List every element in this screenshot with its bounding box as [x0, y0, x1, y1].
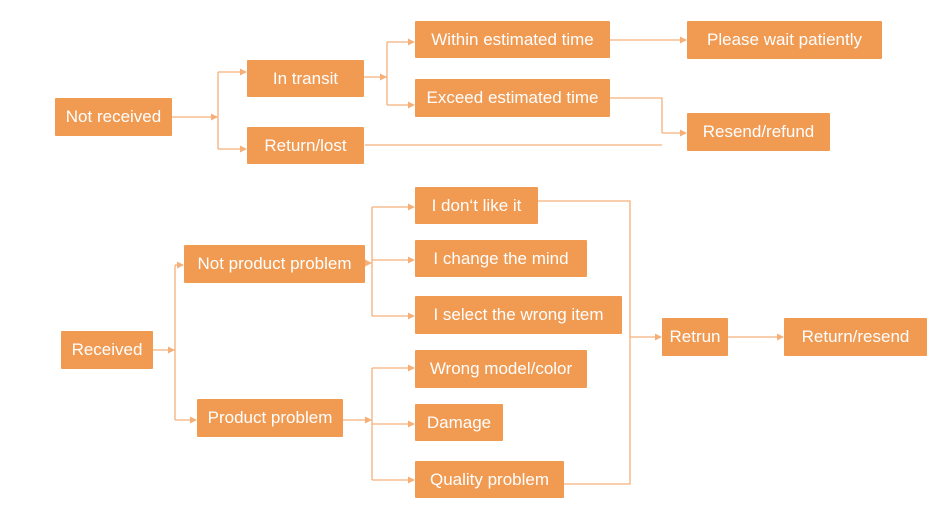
node-label: Return/resend: [801, 327, 910, 346]
connector-received-branch: [153, 264, 195, 421]
connector-not-received-branch: [172, 71, 245, 150]
node-not-received: Not received: [55, 98, 172, 136]
node-product-problem: Product problem: [197, 399, 343, 437]
arrowhead: [408, 203, 415, 211]
arrowhead: [408, 476, 415, 484]
arrowhead: [365, 259, 372, 267]
node-wrong-item: I select the wrong item: [415, 296, 622, 334]
arrowhead: [408, 312, 415, 320]
node-label: Resend/refund: [702, 122, 815, 141]
node-return-resend: Return/resend: [784, 318, 927, 356]
arrowhead: [408, 101, 415, 109]
node-exceed-estimated-time: Exceed estimated time: [415, 79, 610, 117]
connector-product-branch: [343, 367, 413, 481]
arrowhead: [190, 416, 197, 424]
arrowhead: [365, 416, 372, 424]
node-resend-refund: Resend/refund: [687, 113, 830, 151]
node-not-product-problem: Not product problem: [184, 245, 365, 283]
node-label: Please wait patiently: [707, 30, 862, 49]
node-retrun: Retrun: [662, 318, 728, 356]
arrowhead: [177, 261, 184, 269]
arrowhead: [380, 73, 387, 81]
arrowhead: [211, 113, 218, 121]
node-label: Not received: [65, 107, 162, 126]
arrowhead: [408, 256, 415, 264]
node-label: Quality problem: [429, 469, 550, 489]
node-wrong-model-color: Wrong model/color: [415, 350, 587, 388]
node-label: I select the wrong item: [433, 305, 604, 324]
node-label: Wrong model/color: [429, 359, 573, 378]
arrowhead: [655, 333, 662, 341]
node-label: I change the mind: [433, 248, 569, 268]
node-label: In transit: [272, 68, 339, 88]
arrowhead: [408, 364, 415, 372]
node-in-transit: In transit: [247, 60, 364, 97]
node-within-estimated-time: Within estimated time: [415, 21, 610, 58]
node-label: Received: [71, 340, 143, 359]
node-please-wait-patiently: Please wait patiently: [687, 21, 882, 59]
arrowhead: [777, 333, 784, 341]
arrowhead: [680, 129, 687, 137]
node-received: Received: [61, 331, 153, 369]
node-label: Not product problem: [197, 254, 352, 273]
connector-not-product-branch: [365, 206, 413, 317]
node-label: Return/lost: [264, 135, 347, 155]
arrowhead: [408, 420, 415, 428]
arrowhead: [240, 68, 247, 76]
node-label: Exceed estimated time: [426, 88, 599, 107]
node-return-lost: Return/lost: [247, 127, 364, 164]
arrowhead: [680, 36, 687, 44]
node-dont-like-it: I don‘t like it: [415, 187, 538, 224]
node-label: Damage: [426, 412, 492, 432]
arrowhead: [408, 38, 415, 46]
node-quality-problem: Quality problem: [415, 461, 564, 498]
node-change-the-mind: I change the mind: [415, 240, 587, 277]
arrowhead: [168, 346, 175, 354]
node-label: I don‘t like it: [431, 195, 522, 215]
node-damage: Damage: [415, 404, 503, 441]
connector-in-transit-branch: [364, 41, 413, 106]
arrowhead: [240, 145, 247, 153]
node-label: Retrun: [669, 327, 721, 346]
node-label: Within estimated time: [431, 29, 594, 49]
node-label: Product problem: [207, 408, 333, 427]
